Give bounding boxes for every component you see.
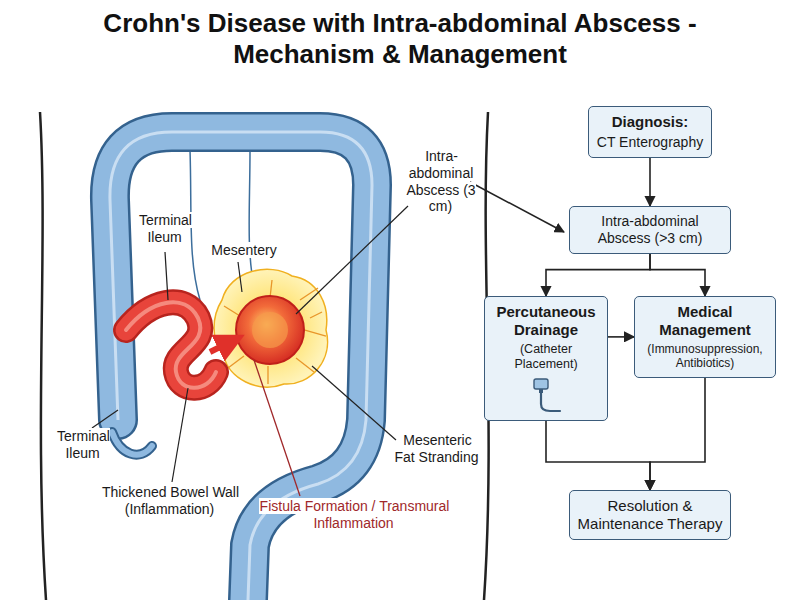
part-label: Thickened Bowel Wall (Inflammation) [101,484,239,517]
body-outline [40,112,46,600]
diagram-title: Crohn's Disease with Intra-abdominal Abs… [40,8,760,70]
box-text: (Immunosuppression, Antibiotics) [641,342,769,371]
part-label: Fistula Formation / Transmural Inflammat… [259,498,450,531]
catheter-icon [526,376,566,414]
box-heading: Diagnosis: [595,113,705,131]
part-label: Intra-abdominal Abscess (3 cm) [406,148,475,214]
part-label: Mesenteric Fat Stranding [394,432,479,465]
box-heading: Intra-abdominal Abscess (>3 cm) [576,213,724,247]
part-label-box: Mesentery [204,242,284,259]
fistula-leader [254,360,300,496]
part-label: Mesentery [210,242,277,258]
part-label-box: Terminal Ileum [125,212,205,246]
leader-lines [92,206,408,482]
box-text: CT Enterography [595,134,705,151]
process-box: Intra-abdominal Abscess (>3 cm) [569,206,731,254]
box-heading: Percutaneous Drainage [491,303,601,339]
abscess-pointer [470,182,564,232]
flow-arrow [650,378,705,490]
abscess [236,296,304,364]
part-label-box: Fistula Formation / Transmural Inflammat… [252,498,456,532]
fat-stranding [214,269,328,387]
flow-arrow [608,336,634,338]
part-label-box: Mesenteric Fat Stranding [392,432,482,466]
abscess-core [252,312,288,348]
process-box: Resolution & Maintenance Therapy [569,490,731,540]
process-box: Percutaneous Drainage(Catheter Placement… [484,296,608,421]
flow-arrow [650,254,705,296]
box-heading: Resolution & Maintenance Therapy [576,497,724,533]
fistula-arrow [210,340,234,352]
box-text: (Catheter Placement) [491,342,601,372]
flow-arrow [546,421,650,490]
part-label-box: Thickened Bowel Wall (Inflammation) [100,484,240,518]
part-label-box: Terminal Ileum [48,428,118,462]
part-label: Terminal Ileum [56,428,110,461]
box-heading: Medical Management [641,303,769,339]
process-box: Diagnosis: CT Enterography [588,106,712,158]
terminal-ileum [126,302,216,387]
stranding-lines [224,280,326,384]
part-label-box: Intra-abdominal Abscess (3 cm) [398,148,484,215]
flow-arrow [649,158,651,206]
flow-arrow [546,254,650,296]
part-label: Terminal Ileum [138,212,192,245]
process-box: Medical Management (Immunosuppression, An… [634,296,776,378]
